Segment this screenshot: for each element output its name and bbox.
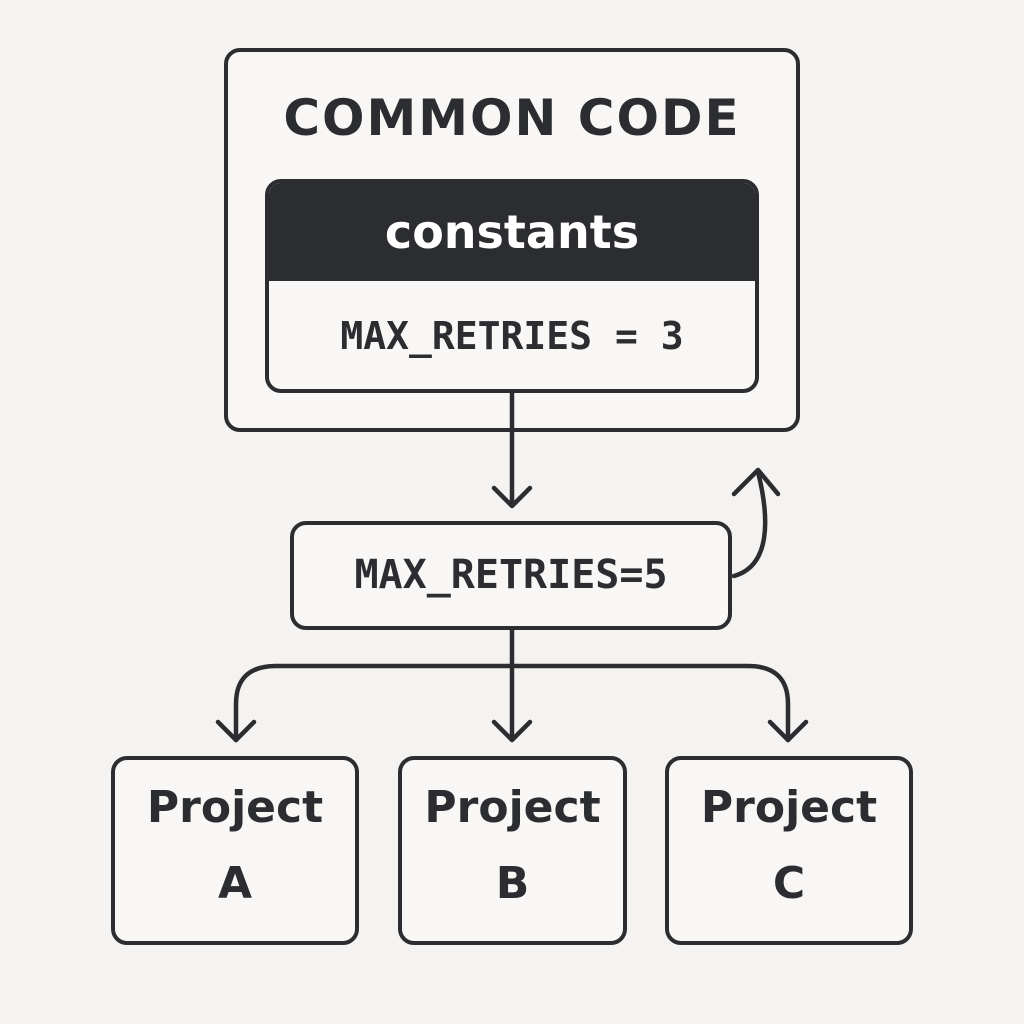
project-a-label: Project A	[111, 770, 359, 922]
project-a-line1: Project	[146, 782, 324, 833]
override-box	[290, 521, 732, 630]
override-value: MAX_RETRIES=5	[354, 552, 668, 598]
arrow-to-project-c	[509, 663, 791, 743]
constants-module-header: constants	[269, 183, 755, 281]
arrow-override-to-common-head	[731, 467, 781, 497]
project-b-line1: Project	[424, 782, 601, 833]
project-b-box	[398, 756, 627, 945]
arrow-common-to-override-head	[491, 485, 533, 509]
project-c-line1: Project	[700, 782, 878, 833]
project-a-box	[111, 756, 359, 945]
common-code-title: COMMON CODE	[283, 89, 741, 147]
project-b-line2: B	[495, 858, 530, 909]
constants-module-value: MAX_RETRIES = 3	[340, 314, 684, 358]
project-c-line2: C	[772, 858, 806, 909]
project-a-line2: A	[217, 858, 253, 909]
arrow-to-project-a-head	[215, 719, 257, 743]
arrow-override-to-common	[731, 469, 768, 579]
arrow-to-project-a	[233, 663, 515, 743]
project-c-label: Project C	[665, 770, 913, 922]
project-c-box	[665, 756, 913, 945]
arrow-to-project-b-head	[491, 719, 533, 743]
project-b-label: Project B	[398, 770, 627, 922]
constants-module-box: constants MAX_RETRIES = 3	[265, 179, 759, 393]
arrow-to-project-c-head	[767, 719, 809, 743]
